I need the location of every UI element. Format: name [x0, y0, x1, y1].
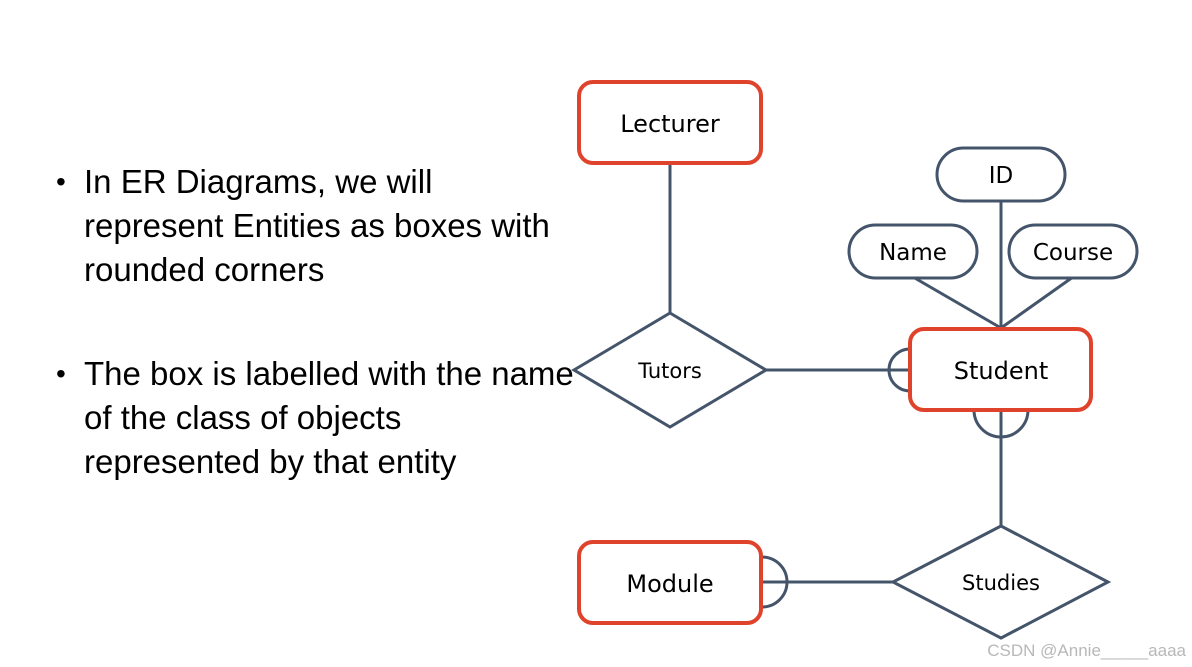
relationship-diamond [889, 524, 1112, 640]
attribute-label: Name [879, 240, 947, 266]
attribute-course: Course [1007, 223, 1139, 280]
relationship-studies: Studies [889, 524, 1112, 640]
relationship-label: Tutors [637, 359, 702, 383]
relationship-label: Studies [962, 571, 1040, 595]
attribute-pill [935, 146, 1067, 203]
entity-module: Module [577, 540, 763, 625]
attribute-pill [1007, 223, 1139, 280]
bullet-text: In ER Diagrams, we will represent Entiti… [84, 163, 550, 288]
bullet-text: The box is labelled with the name of the… [84, 355, 574, 480]
entity-label: Module [626, 570, 713, 598]
student-many-marker [887, 347, 911, 393]
bullet-item: • The box is labelled with the name of t… [56, 352, 576, 484]
bullet-item: • In ER Diagrams, we will represent Enti… [56, 160, 576, 292]
entity-student: Student [908, 327, 1093, 412]
entity-box [577, 540, 763, 625]
name-student-line [912, 275, 1002, 330]
connectors [668, 164, 1074, 609]
entity-lecturer: Lecturer [577, 80, 763, 165]
studies-many-marker [972, 409, 1030, 439]
bullet-list: • In ER Diagrams, we will represent Enti… [56, 160, 576, 544]
attribute-id: ID [935, 146, 1067, 203]
relationship-diamond [571, 311, 769, 429]
attribute-name: Name [847, 223, 979, 280]
attribute-pill [847, 223, 979, 280]
module-many-marker [761, 555, 789, 609]
bullet-dot-icon: • [56, 166, 66, 197]
relationship-tutors: Tutors [571, 311, 769, 429]
entity-box [908, 327, 1093, 412]
attribute-label: ID [989, 163, 1014, 189]
entity-label: Lecturer [620, 110, 720, 138]
watermark: CSDN @Annie_____aaaa [987, 641, 1186, 661]
attribute-label: Course [1033, 240, 1113, 266]
entity-box [577, 80, 763, 165]
course-student-line [1000, 275, 1074, 330]
entity-label: Student [954, 357, 1048, 385]
bullet-dot-icon: • [56, 358, 66, 389]
